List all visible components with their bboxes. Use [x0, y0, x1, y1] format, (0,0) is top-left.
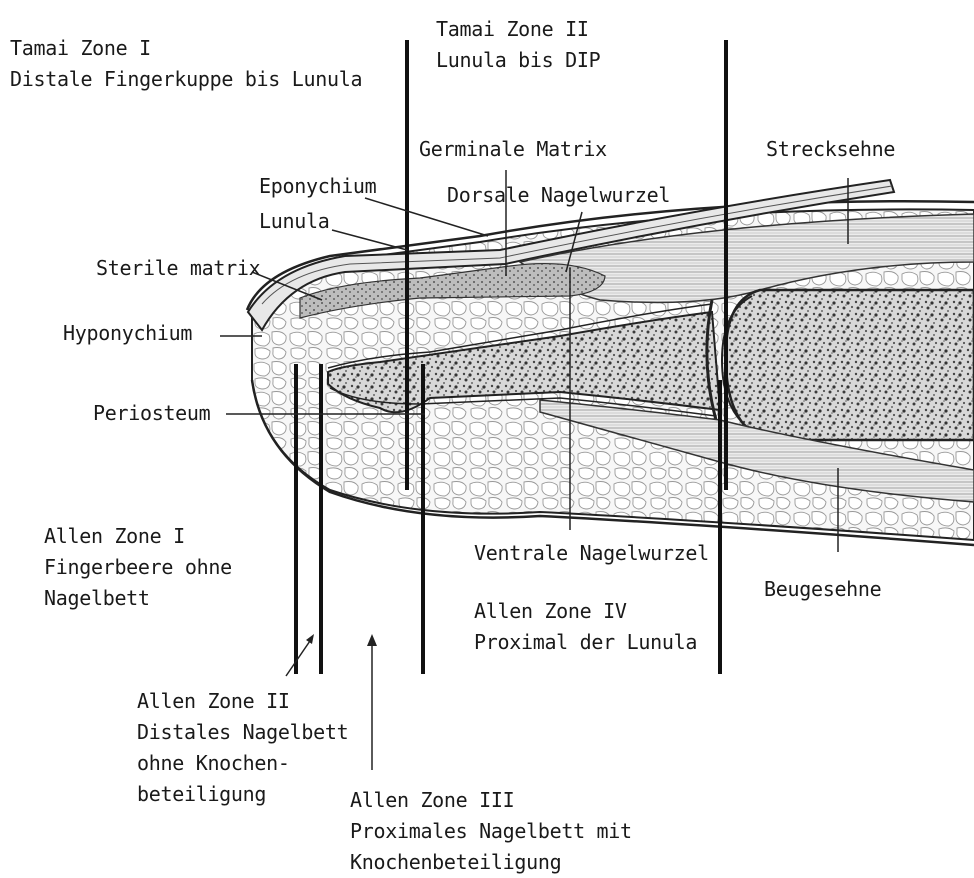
- tamai-zone-ii-label: Tamai Zone II Lunula bis DIP: [436, 14, 600, 76]
- allen-zone-iv-label: Allen Zone IV Proximal der Lunula: [474, 596, 697, 658]
- germinale-matrix-label: Germinale Matrix: [419, 134, 607, 165]
- tamai-zone-i-label: Tamai Zone I Distale Fingerkuppe bis Lun…: [10, 33, 362, 95]
- middle-phalanx: [726, 290, 974, 440]
- lunula-label: Lunula: [259, 206, 329, 237]
- allen-zone-i-label: Allen Zone I Fingerbeere ohne Nagelbett: [44, 521, 232, 614]
- allen-zone-ii-arrow: [286, 634, 314, 676]
- allen-zone-iii-label: Allen Zone III Proximales Nagelbett mit …: [350, 785, 632, 878]
- sterile-matrix-label: Sterile matrix: [96, 253, 260, 284]
- eponychium-label: Eponychium: [259, 171, 376, 202]
- periosteum-label: Periosteum: [93, 398, 210, 429]
- hyponychium-label: Hyponychium: [63, 318, 192, 349]
- ventrale-nagelwurzel-label: Ventrale Nagelwurzel: [474, 538, 709, 569]
- allen-zone-ii-label: Allen Zone II Distales Nagelbett ohne Kn…: [137, 686, 348, 810]
- strecksehne-label: Strecksehne: [766, 134, 895, 165]
- beugesehne-label: Beugesehne: [764, 574, 881, 605]
- dorsale-nagelwurzel-label: Dorsale Nagelwurzel: [447, 180, 670, 211]
- allen-zone-iii-arrow: [367, 634, 377, 770]
